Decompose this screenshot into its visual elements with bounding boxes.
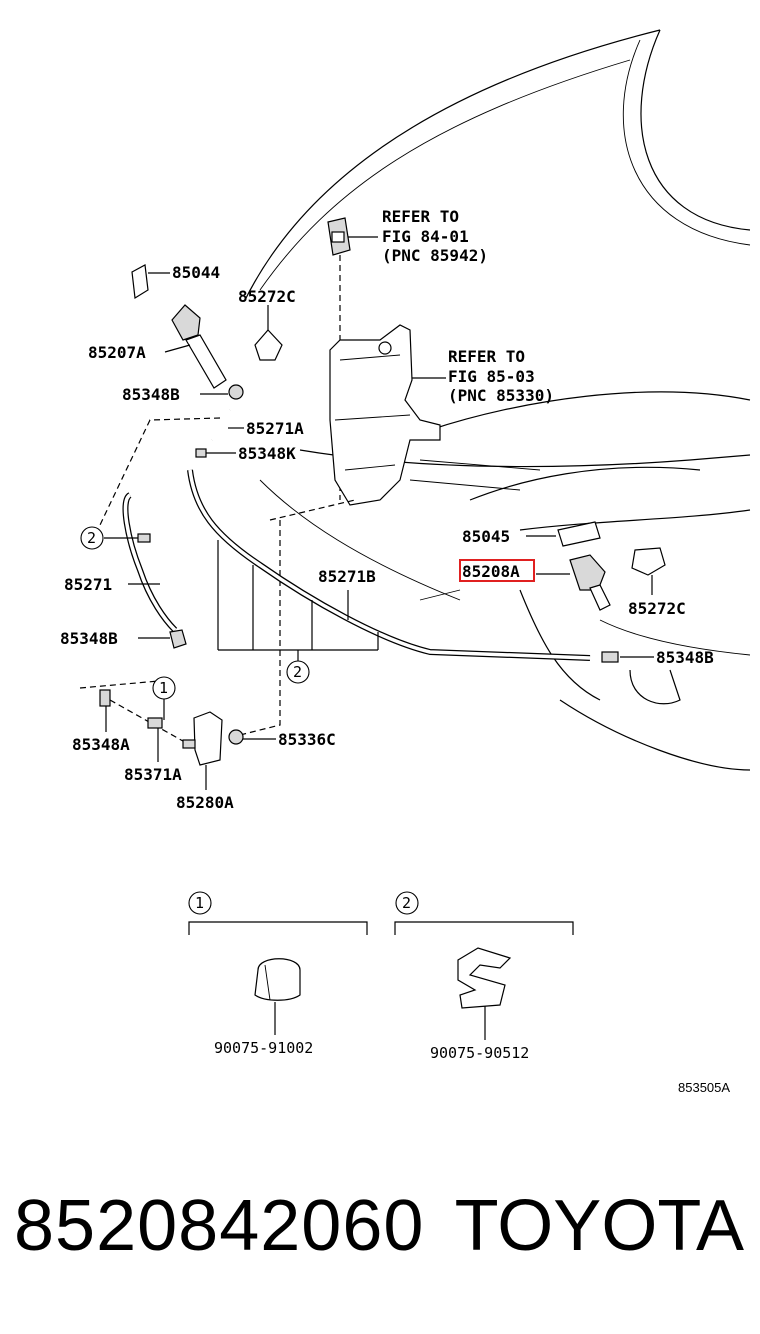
part-85272C-top [254, 305, 283, 361]
part-85271A [210, 409, 244, 441]
footer-brand: TOYOTA [454, 1186, 744, 1266]
label-85272C-right: 85272C [628, 599, 686, 618]
label-85271B: 85271B [318, 567, 376, 586]
legend-clip-2: 2 90075-90512 [394, 891, 574, 1062]
label-85208A: 85208A [462, 562, 520, 581]
part-85348B-right [601, 651, 654, 663]
svg-text:1: 1 [195, 894, 204, 912]
legend-clip-1: 1 90075-91002 [188, 891, 368, 1057]
part-85348A [99, 689, 111, 732]
callout-1-pump: 1 [152, 676, 176, 720]
part-85371A [147, 717, 163, 762]
part-85044 [131, 264, 170, 300]
part-85280A [182, 711, 223, 790]
part-85348B-top [200, 384, 244, 400]
callout-2-bottom: 2 [286, 650, 310, 684]
ref-lamp-line3: (PNC 85942) [382, 246, 488, 265]
callout-2-hose: 2 [80, 526, 104, 550]
label-85045: 85045 [462, 527, 510, 546]
svg-text:2: 2 [402, 894, 411, 912]
ref-lamp-line1: REFER TO [382, 207, 459, 226]
washer-tank [329, 324, 446, 506]
label-85371A: 85371A [124, 765, 182, 784]
label-85348B-top: 85348B [122, 385, 180, 404]
ref-lamp-line2: FIG 84-01 [382, 227, 469, 246]
part-85045 [526, 521, 601, 547]
part-85208A [536, 554, 611, 611]
svg-text:2: 2 [87, 529, 96, 547]
svg-text:1: 1 [159, 679, 168, 697]
legend-part-90075-90512: 90075-90512 [430, 1044, 529, 1062]
footer: 8520842060 TOYOTA [0, 1185, 760, 1285]
part-85348K [195, 448, 236, 458]
label-85348B-left: 85348B [60, 629, 118, 648]
part-85336C [228, 729, 276, 745]
part-85271B [187, 469, 591, 661]
ref-tank-line1: REFER TO [448, 347, 525, 366]
figure-code: 853505A [678, 1080, 730, 1095]
label-85207A: 85207A [88, 343, 146, 362]
ref-tank-line2: FIG 85-03 [448, 367, 535, 386]
svg-text:2: 2 [293, 663, 302, 681]
part-85207A [164, 304, 227, 389]
legend-part-90075-91002: 90075-91002 [214, 1039, 313, 1057]
part-85272C-right [631, 547, 666, 595]
label-85348A: 85348A [72, 735, 130, 754]
label-85271A: 85271A [246, 419, 304, 438]
part-85348B-left [138, 629, 187, 649]
label-85272C-top: 85272C [238, 287, 296, 306]
part-85271 [104, 492, 178, 633]
label-85271: 85271 [64, 575, 112, 594]
label-85336C: 85336C [278, 730, 336, 749]
label-85280A: 85280A [176, 793, 234, 812]
footer-part-number: 8520842060 [14, 1186, 425, 1266]
label-85348K: 85348K [238, 444, 296, 463]
highlight-85208A [459, 559, 535, 582]
label-85044: 85044 [172, 263, 220, 282]
label-85348B-right: 85348B [656, 648, 714, 667]
ref-tank-line3: (PNC 85330) [448, 386, 554, 405]
